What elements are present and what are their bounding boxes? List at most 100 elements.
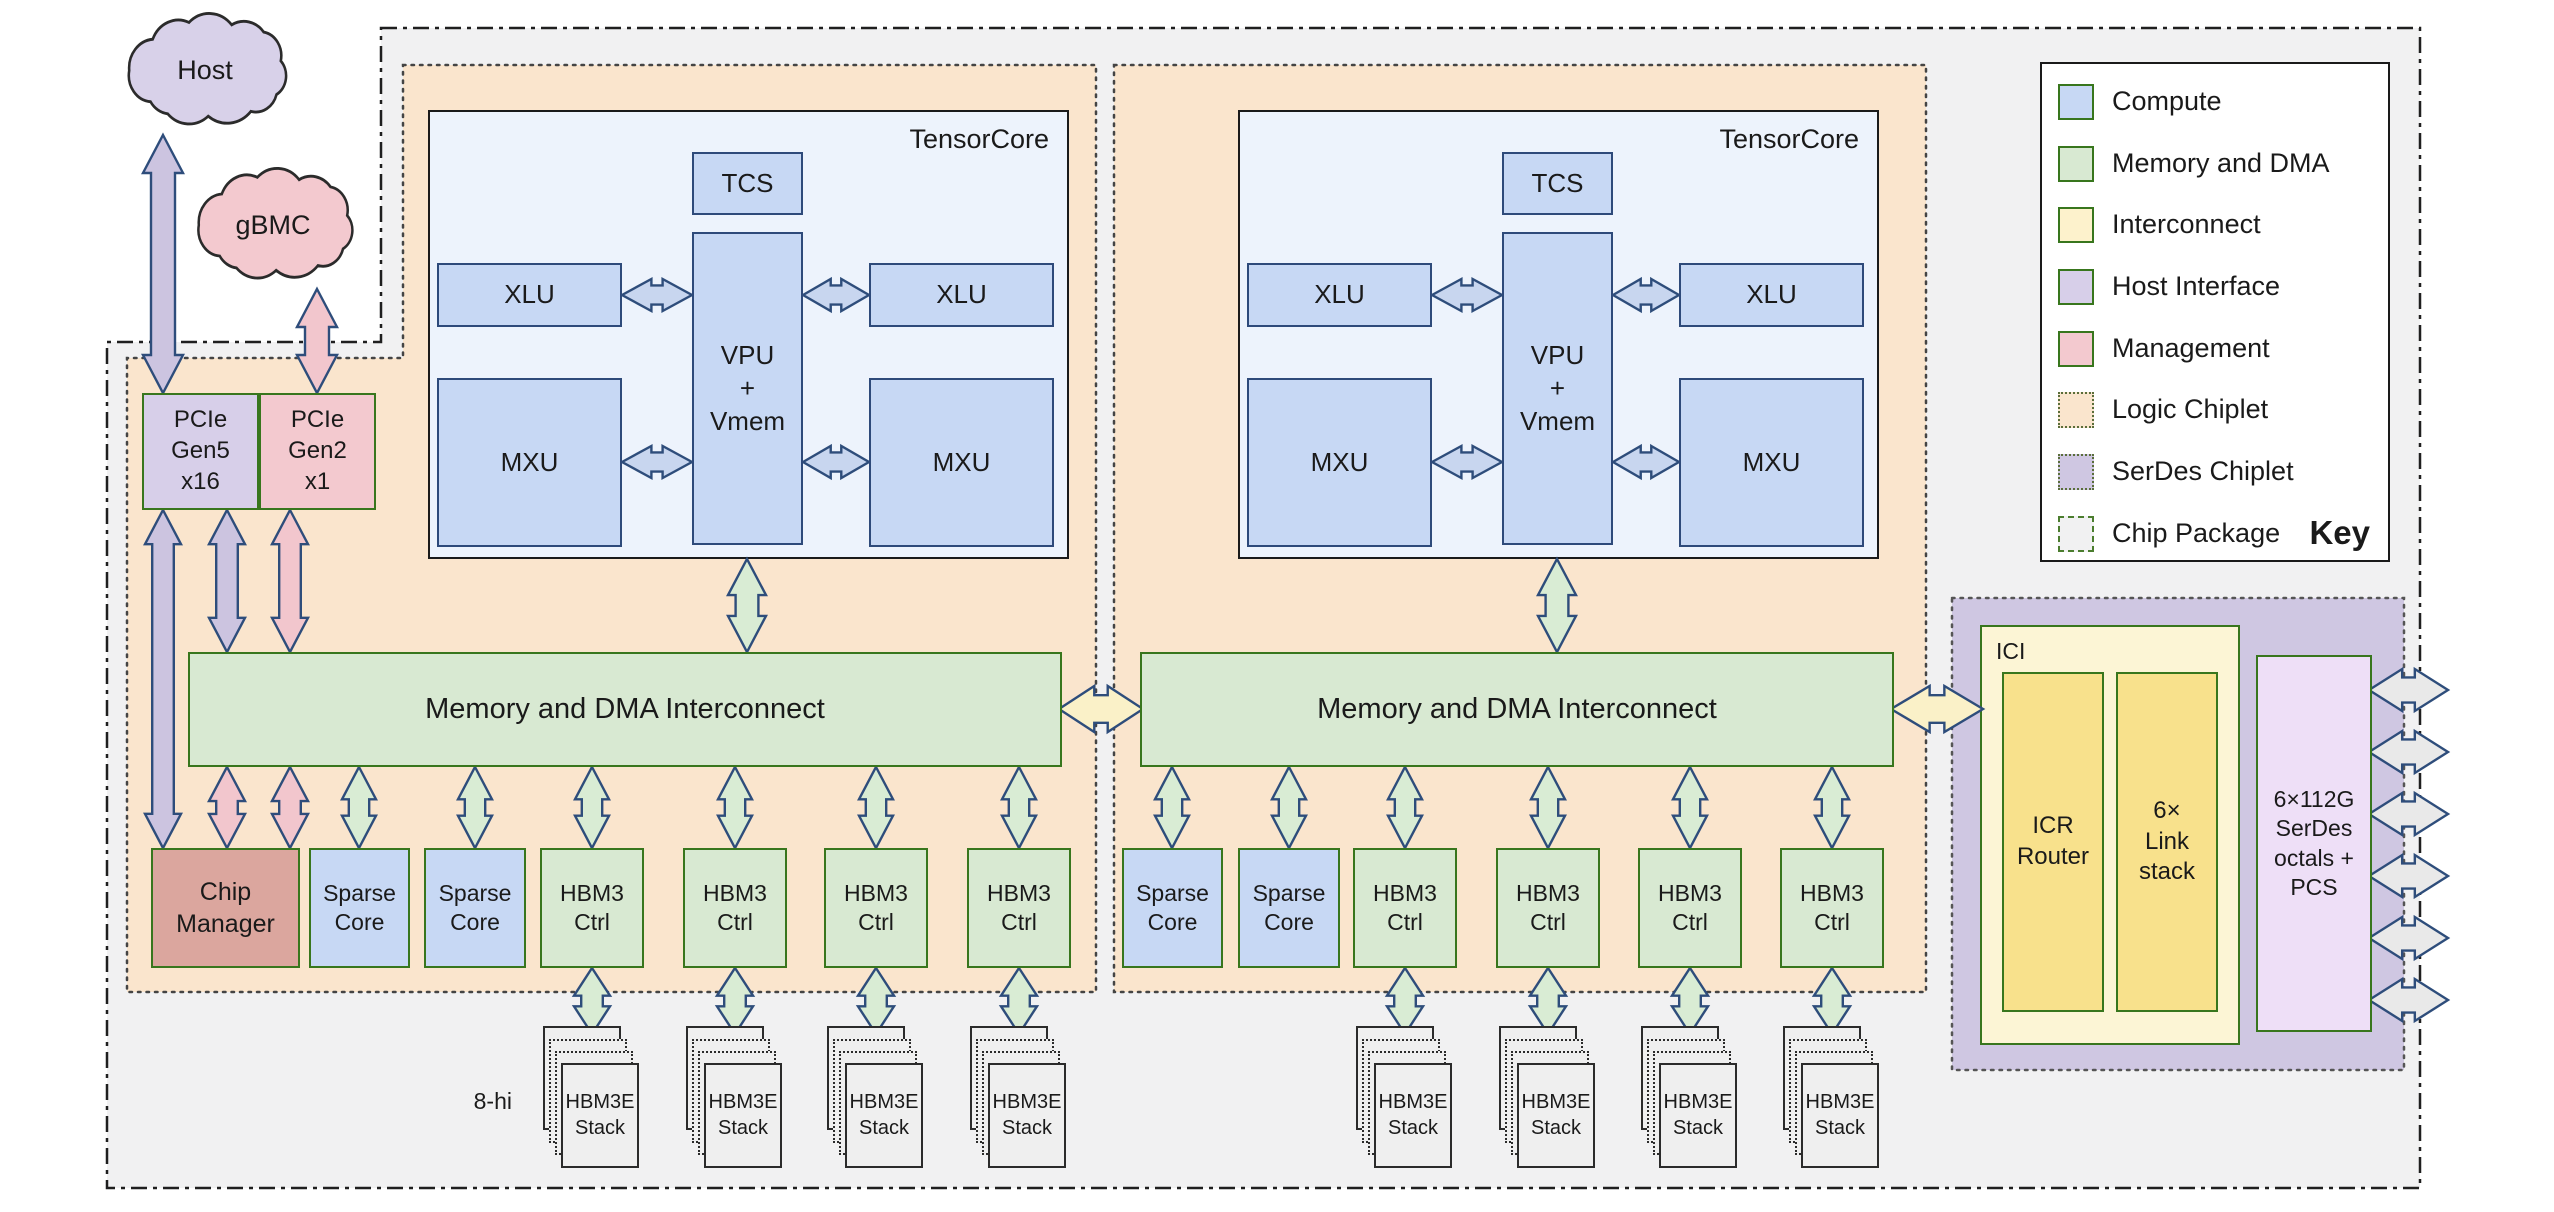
interconnect1-chipmanager-arrow-a (207, 764, 247, 851)
key-item: Compute (2042, 84, 2388, 124)
interconnect2-sparsecore3-arrow (1153, 764, 1191, 851)
key-item-label: Memory and DMA (2112, 148, 2330, 178)
chip-manager-box: Chip Manager (151, 848, 300, 968)
stack-height-label: 8-hi (473, 1087, 512, 1114)
mxu-left-vpu-arrow-2 (1429, 443, 1505, 481)
hbm3e-stack-7: HBM3E Stack (1659, 1063, 1737, 1168)
interconnect1-hbmctrl4-arrow (1000, 764, 1038, 851)
hbmctrl3-stack-arrow (855, 965, 897, 1037)
hbm3-ctrl-3: HBM3 Ctrl (824, 848, 928, 968)
vpu-xlu-right-arrow-2 (1610, 276, 1682, 314)
interconnect2-hbmctrl5-arrow (1386, 764, 1424, 851)
hbm3e-stack-1: HBM3E Stack (561, 1063, 639, 1168)
key-item-label: Interconnect (2112, 209, 2261, 239)
interconnect-2: Memory and DMA Interconnect (1140, 652, 1894, 767)
serdes-out-arrow-3 (2366, 790, 2451, 838)
key-item: Interconnect (2042, 207, 2388, 247)
key-item-label: Host Interface (2112, 271, 2281, 301)
mxu-right-box-2: MXU (1679, 378, 1864, 547)
interconnect2-hbmctrl7-arrow (1671, 764, 1709, 851)
mxu-left-box-1: MXU (437, 378, 622, 547)
tensorcore1-interconnect1-arrow (726, 556, 768, 655)
key-swatch-solid (2058, 146, 2094, 182)
interconnect-1: Memory and DMA Interconnect (188, 652, 1062, 767)
xlu-left-vpu-arrow-1 (619, 276, 695, 314)
key-swatch-dashdot (2058, 516, 2094, 552)
key-swatch-dotted (2058, 392, 2094, 428)
vpu-vmem-box-2: VPU + Vmem (1502, 232, 1613, 545)
mxu-left-vpu-arrow-1 (619, 443, 695, 481)
key-swatch-solid (2058, 84, 2094, 120)
host-cloud-shape (127, 12, 288, 126)
hbm3-ctrl-4: HBM3 Ctrl (967, 848, 1071, 968)
gbmc-cloud-label: gBMC (235, 209, 311, 240)
tcs-box-1: TCS (692, 152, 803, 215)
key-item: Chip Package (2042, 516, 2388, 556)
tensorcore-2-label: TensorCore (1719, 124, 1859, 154)
ici-label: ICI (1996, 638, 2026, 664)
xlu-left-box-1: XLU (437, 263, 622, 327)
link-stack-box: 6× Link stack (2116, 672, 2218, 1012)
interconnect1-hbmctrl3-arrow (857, 764, 895, 851)
key-swatch-solid (2058, 207, 2094, 243)
key-item-label: Logic Chiplet (2112, 394, 2269, 424)
hbm3e-stack-4: HBM3E Stack (988, 1063, 1066, 1168)
serdes-out-arrow-1 (2366, 666, 2451, 714)
vpu-mxu-right-arrow-2 (1610, 443, 1682, 481)
gbmc-cloud-shape (197, 166, 354, 280)
key-swatch-solid (2058, 269, 2094, 305)
pcie5-chipmanager-arrow (143, 507, 183, 851)
hbm3e-stack-2: HBM3E Stack (704, 1063, 782, 1168)
mxu-right-box-1: MXU (869, 378, 1054, 547)
xlu-left-box-2: XLU (1247, 263, 1432, 327)
key-item-label: Compute (2112, 86, 2222, 116)
key-item-label: Management (2112, 333, 2270, 363)
hbm3e-stack-8: HBM3E Stack (1801, 1063, 1879, 1168)
key-swatch-solid (2058, 331, 2094, 367)
serdes-out-arrow-5 (2366, 914, 2451, 962)
pcie-gen2-box: PCIe Gen2 x1 (259, 393, 376, 510)
pcie5-interconnect-arrow (207, 507, 247, 655)
sparse-core-1: Sparse Core (309, 848, 410, 968)
xlu-right-box-1: XLU (869, 263, 1054, 327)
icr-router-box: ICR Router (2002, 672, 2104, 1012)
interconnect1-hbmctrl2-arrow (716, 764, 754, 851)
hbm3e-stack-5: HBM3E Stack (1374, 1063, 1452, 1168)
hbmctrl5-stack-arrow (1384, 965, 1426, 1037)
interconnect1-hbmctrl1-arrow (573, 764, 611, 851)
hbmctrl6-stack-arrow (1527, 965, 1569, 1037)
key-swatch-dotted (2058, 454, 2094, 490)
host-cloud: Host (110, 8, 300, 133)
interconnect2-ici-arrow (1888, 683, 1986, 735)
hbm3e-stack-3: HBM3E Stack (845, 1063, 923, 1168)
serdes-out-arrow-2 (2366, 728, 2451, 776)
hbmctrl7-stack-arrow (1669, 965, 1711, 1037)
serdes-octals-box: 6×112G SerDes octals + PCS (2256, 655, 2372, 1032)
key-item: Host Interface (2042, 269, 2388, 309)
hbmctrl8-stack-arrow (1811, 965, 1853, 1037)
key-item: Management (2042, 331, 2388, 371)
sparse-core-2: Sparse Core (424, 848, 526, 968)
vpu-xlu-right-arrow-1 (800, 276, 872, 314)
vpu-mxu-right-arrow-1 (800, 443, 872, 481)
hbmctrl1-stack-arrow (571, 965, 613, 1037)
tensorcore-1-label: TensorCore (909, 124, 1049, 154)
key-item-label: SerDes Chiplet (2112, 456, 2294, 486)
serdes-out-arrow-4 (2366, 852, 2451, 900)
pcie-gen5-box: PCIe Gen5 x16 (142, 393, 259, 510)
interconnect1-interconnect2-arrow (1056, 683, 1146, 735)
hbm3-ctrl-8: HBM3 Ctrl (1780, 848, 1884, 968)
hbm3-ctrl-7: HBM3 Ctrl (1638, 848, 1742, 968)
key-item: Memory and DMA (2042, 146, 2388, 186)
interconnect1-sparsecore1-arrow (340, 764, 378, 851)
key-item-label: Chip Package (2112, 518, 2281, 548)
hbmctrl2-stack-arrow (714, 965, 756, 1037)
key-item: SerDes Chiplet (2042, 454, 2388, 494)
interconnect1-chipmanager-arrow-b (270, 764, 310, 851)
mxu-left-box-2: MXU (1247, 378, 1432, 547)
xlu-right-box-2: XLU (1679, 263, 1864, 327)
hbm3-ctrl-6: HBM3 Ctrl (1496, 848, 1600, 968)
